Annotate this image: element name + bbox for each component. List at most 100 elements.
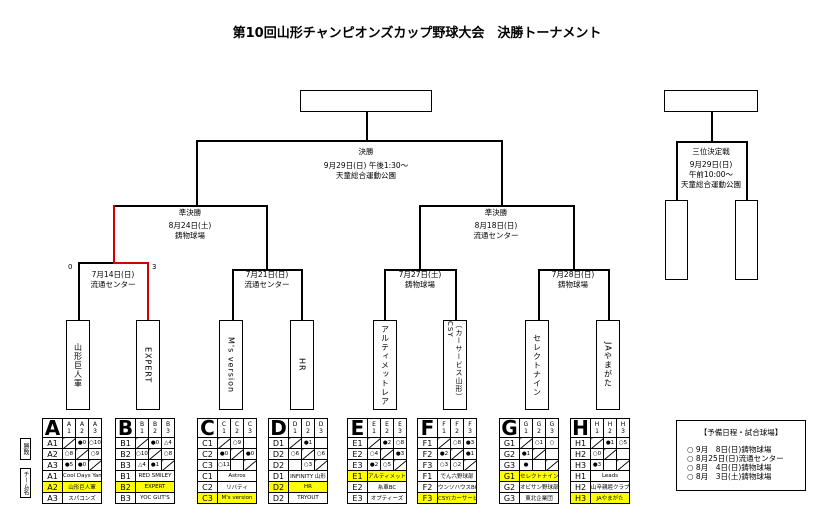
bracket-team: JAやまがた xyxy=(596,320,620,410)
result-cell xyxy=(314,437,328,449)
semi1-right xyxy=(266,205,268,270)
column-header: E 2 xyxy=(380,418,394,438)
semi2-line xyxy=(419,205,574,207)
diagonal-cell xyxy=(519,437,533,449)
page-title: 第10回山形チャンピオンズカップ野球大会 決勝トーナメント xyxy=(232,26,602,41)
column-header: E 1 xyxy=(367,418,381,438)
row-label: F2 xyxy=(417,448,438,460)
result-row: D1●1 xyxy=(268,437,328,449)
column-header: F 3 xyxy=(463,418,477,438)
result-cell: ●1 xyxy=(463,448,477,460)
row-label: F3 xyxy=(417,459,438,471)
bracket-team: （カーサービス山形）CSY xyxy=(443,320,467,410)
result-cell: ○3 xyxy=(301,459,315,471)
team-label: C2 xyxy=(197,481,218,493)
group-letter: H xyxy=(570,418,591,438)
semi1-name: 準決勝 xyxy=(178,208,202,217)
diagonal-cell xyxy=(367,437,381,449)
result-cell: ●3 xyxy=(463,437,477,449)
bracket-team: HR xyxy=(290,320,314,410)
row-label: E3 xyxy=(347,459,368,471)
team-name: アルティメットレア xyxy=(380,324,390,406)
column-header: F 1 xyxy=(437,418,451,438)
row-label: B1 xyxy=(115,437,136,449)
row-label: E2 xyxy=(347,448,368,460)
team-name: リバティ xyxy=(217,481,257,493)
result-cell: ●2 xyxy=(437,448,451,460)
team-label: H1 xyxy=(570,470,591,482)
group-letter: B xyxy=(115,418,136,438)
team-label: G2 xyxy=(499,481,520,493)
team-name: Astros xyxy=(217,470,257,482)
team-name: CSY(カーサービス山形) xyxy=(437,492,477,504)
diagonal-cell xyxy=(88,459,102,471)
result-cell: ○5 xyxy=(380,459,394,471)
diagonal-cell xyxy=(603,448,617,460)
qf4-left xyxy=(538,269,540,320)
result-cell: ○ xyxy=(545,437,559,449)
team-label: E1 xyxy=(347,470,368,482)
result-cell: ○1 xyxy=(532,437,546,449)
qf1-score-right: 3 xyxy=(152,263,157,271)
row-label: C2 xyxy=(197,448,218,460)
legend-teams: チーム名 xyxy=(20,468,31,498)
team-name: （カーサービス山形）CSY xyxy=(446,321,463,401)
third-team-right xyxy=(735,200,758,280)
qf1-date: 7月14日(日) xyxy=(91,270,135,279)
team-name: TRYOUT xyxy=(288,492,328,504)
bracket-team: アルティメットレア xyxy=(373,320,397,410)
final-stem xyxy=(366,112,368,141)
qf3-line xyxy=(384,269,456,271)
semi1-left-winner xyxy=(113,205,115,263)
column-header: H 3 xyxy=(616,418,630,438)
row-label: F1 xyxy=(417,437,438,449)
bracket-team: セレクトナイン xyxy=(525,320,549,410)
qf3-left xyxy=(384,269,386,320)
diagonal-cell xyxy=(545,459,559,471)
team-name: INFINITY 山形 xyxy=(288,470,328,482)
result-row: F2●2 ●1 xyxy=(417,448,477,460)
row-label: G3 xyxy=(499,459,520,471)
result-row: F1○8●3 xyxy=(417,437,477,449)
result-cell: ●1 xyxy=(603,437,617,449)
bracket-team: M's version xyxy=(219,320,243,410)
result-row: H2○0 xyxy=(570,448,630,460)
result-cell: ○0 xyxy=(590,448,604,460)
team-name: 糸車BC xyxy=(367,481,407,493)
qf3-date: 7月27日(土) xyxy=(398,270,442,279)
row-label: A3 xyxy=(42,459,63,471)
final-line xyxy=(196,140,502,142)
team-name: 東北企業団 xyxy=(519,492,559,504)
final-date: 9月29日(日) 午後1:30～ xyxy=(323,161,409,170)
qf2-left xyxy=(232,269,234,320)
result-row: A1●0○10 xyxy=(42,437,102,449)
qf2-venue: 流通センター xyxy=(244,280,290,289)
diagonal-cell xyxy=(75,448,89,460)
group-letter: A xyxy=(42,418,63,438)
group-letter: E xyxy=(347,418,368,438)
column-header: D 2 xyxy=(301,418,315,438)
result-row: B1●0△4 xyxy=(115,437,175,449)
team-label: D1 xyxy=(268,470,289,482)
diagonal-cell xyxy=(463,459,477,471)
qf1-venue: 流通センター xyxy=(90,280,136,289)
qf1-line-winner xyxy=(113,262,149,264)
team-label: D2 xyxy=(268,481,289,493)
diagonal-cell xyxy=(380,448,394,460)
result-cell: ●0 xyxy=(75,459,89,471)
result-cell: ●0 xyxy=(217,448,231,460)
